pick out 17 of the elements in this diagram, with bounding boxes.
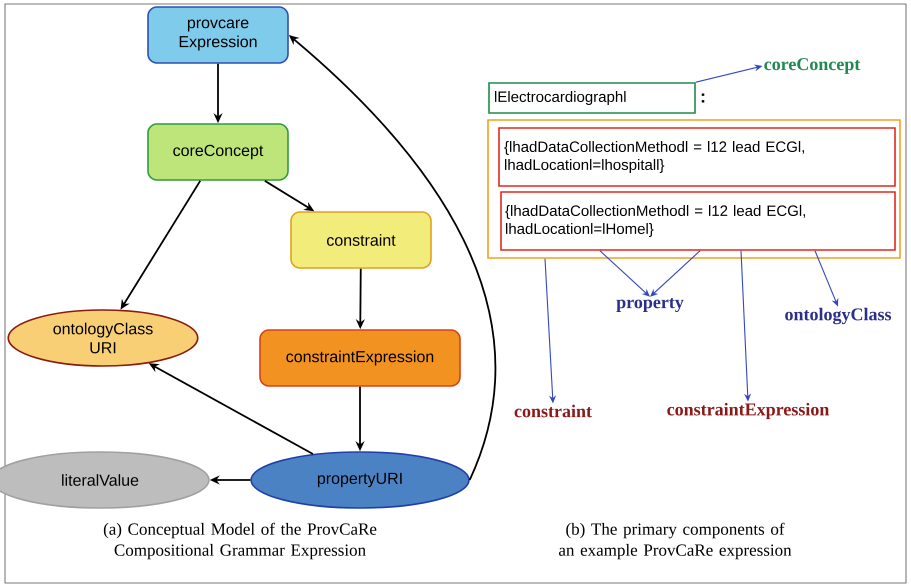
ellipse-node: ontologyClass URI [7,309,199,367]
caption: (a) Conceptual Model of the ProvCaRe Compositional Grammar Expression [104,522,376,560]
component-label: coreConcept [764,58,860,74]
caption: (b) The primary components of an example ProvCaRe expression [559,522,792,560]
process-box: provcare Expression [147,6,289,64]
colon: : [702,93,704,103]
component-label: ontologyClass [785,308,892,324]
process-box: coreConcept [147,123,289,181]
component-label: constraint [514,404,592,418]
component-label: constraintExpression [667,402,830,420]
component-label: property [616,298,684,312]
process-box: constraintExpression [259,329,461,387]
text-box: {lhadDataCollectionMethodl = l12 lead ECGl, lhadLocationl=lhospitall} [498,127,896,187]
text-box: lElectrocardiographl [488,82,696,114]
ellipse-node: propertyURI [250,451,470,509]
text-box: {lhadDataCollectionMethodl = l12 lead ECGl, lhadLocationl=lHomel} [500,191,896,251]
process-box: constraint [290,211,432,269]
